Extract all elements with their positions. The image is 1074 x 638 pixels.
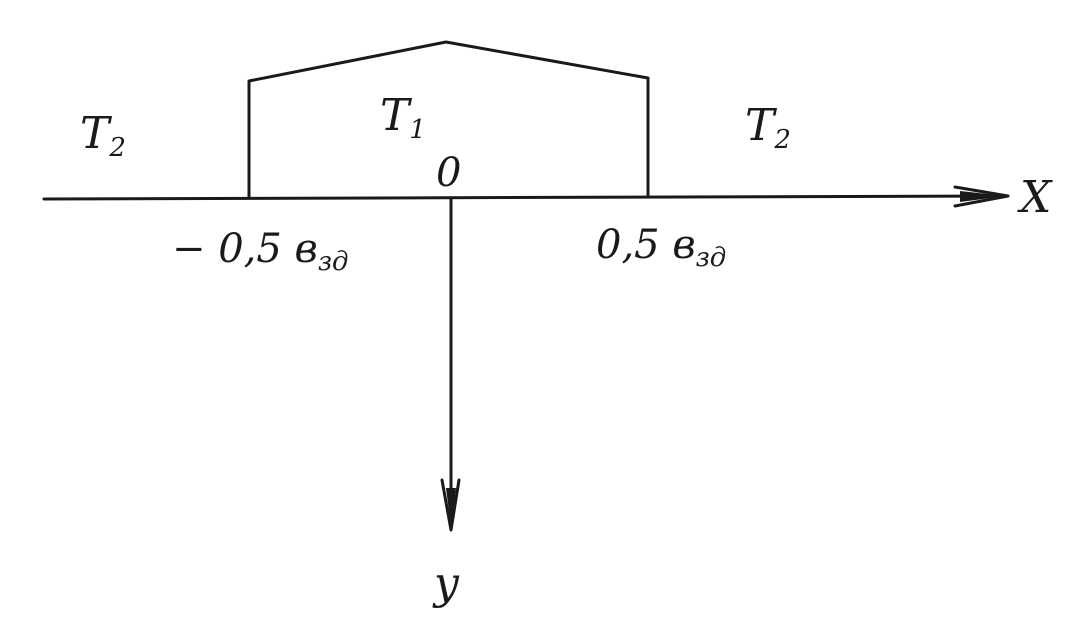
origin-label: 0 bbox=[436, 150, 461, 196]
x-axis-arrowhead bbox=[953, 185, 1010, 208]
x-axis-label: X bbox=[1017, 172, 1053, 223]
x-axis-line bbox=[42, 194, 1002, 201]
label-t2-left: T2 bbox=[80, 108, 126, 163]
label-t1: T1 bbox=[380, 90, 426, 145]
y-axis-label: y bbox=[432, 558, 460, 609]
left-tick-label: − 0,5 взд bbox=[172, 226, 349, 277]
right-tick-label: 0,5 взд bbox=[596, 222, 726, 273]
y-axis-arrowhead bbox=[440, 478, 461, 532]
y-axis-arrowhead-fill bbox=[446, 488, 456, 528]
x-axis-arrowhead-fill bbox=[960, 191, 1006, 202]
label-t2-right: T2 bbox=[745, 100, 791, 155]
building-outline bbox=[247, 40, 650, 200]
